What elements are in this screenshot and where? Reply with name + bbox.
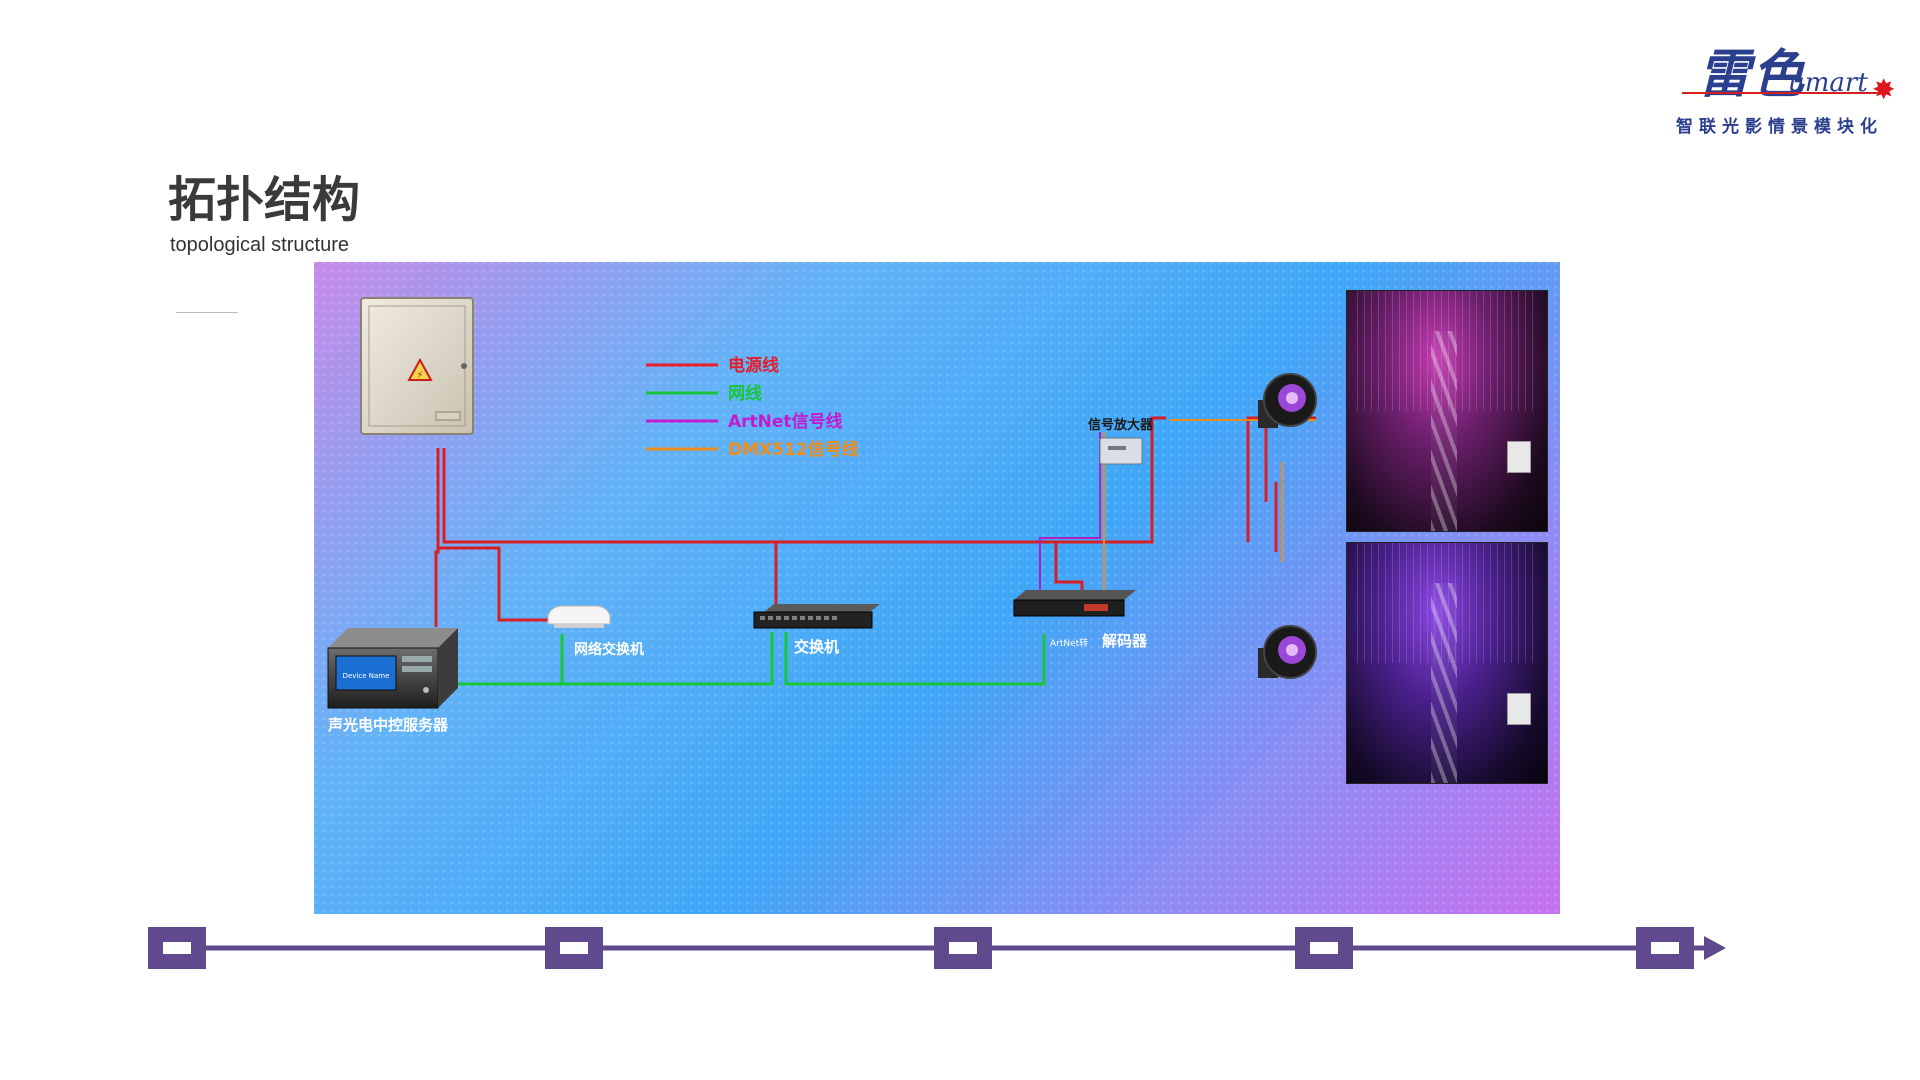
- brand-logo: 雷色 umart ✸ 智联光影情景模块化: [1676, 30, 1920, 140]
- server-label: 声光电中控服务器: [327, 716, 449, 734]
- legend-item-power: 电源线: [646, 355, 779, 376]
- legend: 电源线 网线 ArtNet信号线 DMX512信号线: [646, 355, 859, 460]
- page-subtitle: topological structure: [170, 234, 349, 256]
- timeline: [148, 927, 1726, 969]
- server-rack: Device Name 声光电中控服务器: [327, 628, 458, 734]
- network-router: 网络交换机: [547, 605, 644, 658]
- legend-item-dmx: DMX512信号线: [646, 439, 859, 460]
- svg-text:⚡: ⚡: [416, 370, 423, 381]
- router-label: 网络交换机: [574, 641, 644, 658]
- decoder: ArtNet转 解码器: [1013, 590, 1148, 650]
- legend-label-network: 网线: [728, 383, 762, 404]
- logo-star-icon: ✸: [1872, 73, 1896, 106]
- lighting-photo-purple: [1346, 542, 1548, 784]
- server-screen-text: Device Name: [343, 672, 390, 680]
- network-lines: [438, 632, 1046, 686]
- spotlight-top: [1258, 373, 1317, 428]
- decoder-label: 解码器: [1102, 632, 1148, 650]
- legend-item-artnet: ArtNet信号线: [646, 411, 843, 432]
- decoder-prefix: ArtNet转: [1050, 637, 1088, 649]
- lighting-photo-pink: [1346, 290, 1548, 532]
- distribution-box: ⚡: [360, 297, 474, 435]
- title-divider: [176, 312, 238, 313]
- network-switch: 交换机: [753, 604, 880, 656]
- page-title: 拓扑结构: [168, 172, 361, 228]
- power-lines: [434, 416, 1316, 627]
- topology-panel: 电源线 网线 ArtNet信号线 DMX512信号线: [314, 262, 1560, 914]
- timeline-node: [545, 927, 603, 969]
- logo-rule: [1682, 92, 1878, 94]
- legend-label-artnet: ArtNet信号线: [728, 411, 843, 432]
- legend-label-power: 电源线: [728, 355, 779, 376]
- topology-diagram: 电源线 网线 ArtNet信号线 DMX512信号线: [327, 297, 1317, 734]
- logo-script: 雷色: [1698, 44, 1807, 105]
- timeline-node: [1636, 927, 1694, 969]
- timeline-arrow-icon: [1704, 936, 1726, 960]
- artnet-lines: [1039, 432, 1101, 592]
- timeline-node: [148, 927, 206, 969]
- legend-label-dmx: DMX512信号线: [728, 439, 859, 460]
- signal-amplifier: 信号放大器: [1088, 417, 1154, 465]
- spotlight-bottom: [1258, 625, 1317, 679]
- logo-tagline: 智联光影情景模块化: [1676, 117, 1883, 137]
- switch-label: 交换机: [794, 638, 839, 656]
- timeline-node: [1295, 927, 1353, 969]
- legend-item-network: 网线: [646, 383, 762, 404]
- timeline-node: [934, 927, 992, 969]
- amplifier-label: 信号放大器: [1088, 417, 1154, 433]
